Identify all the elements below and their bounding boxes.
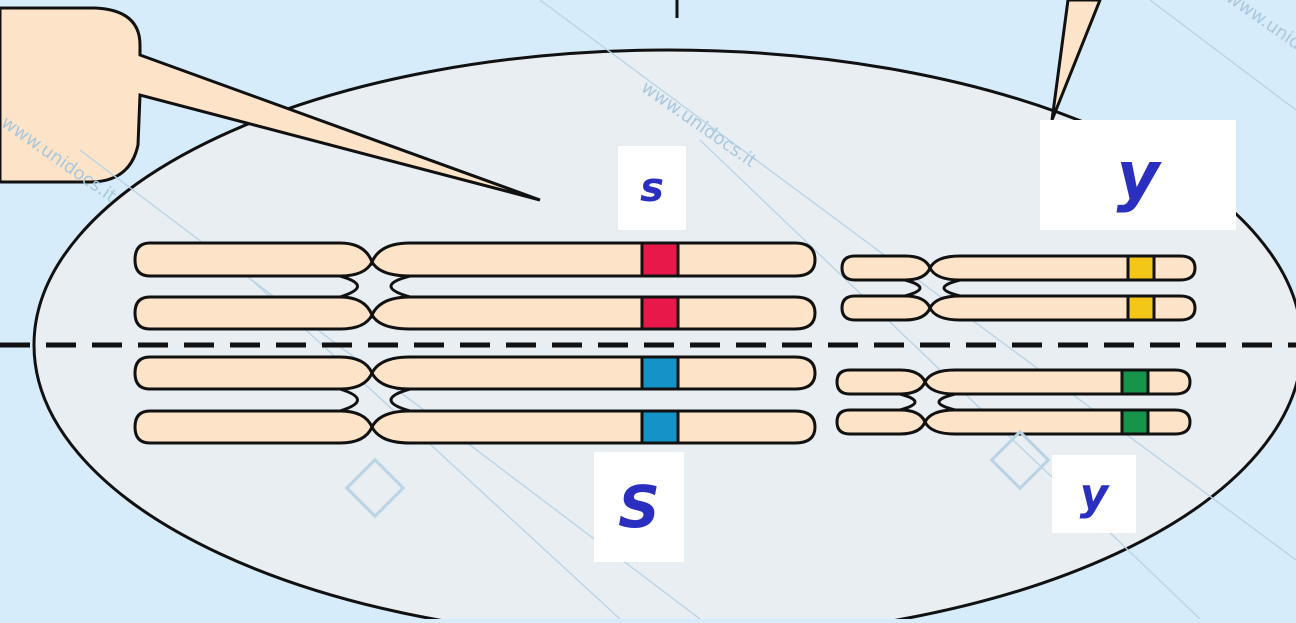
allele-s-band <box>640 295 680 331</box>
chromatid-small-top-upper <box>840 254 1197 282</box>
chromosome-small-bottom <box>835 368 1192 436</box>
callout-bubble-left <box>0 6 541 202</box>
chromatid-large-top-upper <box>133 241 817 278</box>
allele-y-band <box>1126 254 1156 282</box>
allele-y-recessive-band <box>1120 368 1150 396</box>
chromatid-small-bottom-upper <box>835 368 1192 396</box>
chromatid-small-bottom-lower <box>835 408 1192 436</box>
watermark-logo <box>344 429 1051 519</box>
allele-S-band <box>640 409 680 445</box>
allele-y-recessive-band <box>1120 408 1150 436</box>
chromosome-large-top <box>133 241 817 331</box>
allele-s-band <box>640 241 680 278</box>
callout-pointer-right <box>1050 0 1102 121</box>
chromosome-small-top <box>840 254 1197 322</box>
chromatid-large-top-lower <box>133 295 817 331</box>
chromatid-large-bottom-lower <box>133 409 817 445</box>
chromatid-large-bottom-upper <box>133 355 817 391</box>
allele-S-band <box>640 355 680 391</box>
chromatid-small-top-lower <box>840 294 1197 322</box>
gene-label-S-bottom: S <box>594 452 684 562</box>
gene-label-y-top: y <box>1040 120 1236 230</box>
cell-outline <box>32 48 1296 623</box>
gene-label-y-bottom: y <box>1052 455 1136 533</box>
gene-label-s-top: s <box>618 146 686 230</box>
allele-y-band <box>1126 294 1156 322</box>
chromosome-large-bottom <box>133 355 817 445</box>
